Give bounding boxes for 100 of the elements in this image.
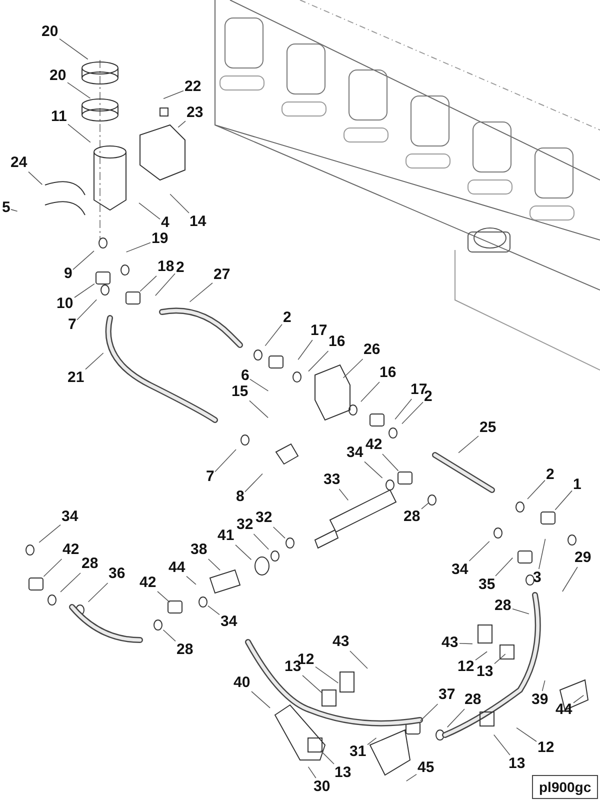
callout-number: 17 (310, 323, 328, 339)
callout-number: 5 (2, 200, 10, 216)
leader-line (468, 541, 490, 562)
leader-line (494, 654, 506, 664)
leader-line (402, 402, 424, 424)
callout-number: 44 (556, 702, 572, 718)
callout-number: 2 (176, 260, 184, 276)
leader-line (458, 436, 479, 454)
callout-number: 9 (64, 266, 72, 282)
callout-number: 8 (236, 489, 244, 505)
callout-number: 32 (236, 517, 254, 533)
leader-line (178, 120, 186, 128)
callout-number: 10 (56, 296, 74, 312)
leader-line (421, 502, 430, 510)
callout-number: 42 (140, 575, 156, 591)
leader-line (342, 358, 364, 378)
leader-line (163, 90, 184, 100)
leader-line (170, 194, 190, 214)
leader-line (298, 340, 313, 360)
callout-number: 30 (314, 779, 330, 795)
callout-number: 11 (51, 109, 67, 125)
callout-number: 42 (366, 437, 382, 453)
leader-line (140, 276, 157, 292)
callout-number: 42 (62, 542, 80, 558)
callout-number: 43 (332, 634, 350, 650)
leader-line (367, 738, 377, 746)
leader-line (88, 582, 108, 602)
leader-line (253, 534, 270, 550)
callout-number: 41 (218, 528, 234, 544)
callout-number: 37 (438, 687, 456, 703)
leader-line (235, 544, 252, 560)
callout-number: 28 (82, 556, 98, 572)
leader-line (459, 642, 473, 644)
callout-number: 27 (214, 267, 230, 283)
leader-line (516, 727, 537, 742)
leader-line (302, 675, 322, 694)
leader-line (138, 202, 160, 220)
callout-number: 28 (464, 692, 482, 708)
callout-number: 6 (241, 368, 250, 384)
callout-number: 12 (458, 659, 474, 675)
callout-number: 34 (452, 562, 468, 578)
callout-number: 45 (418, 760, 434, 776)
leader-line (208, 558, 220, 571)
callout-number: 32 (256, 510, 272, 526)
callout-number: 23 (186, 105, 204, 121)
callout-number: 2 (546, 467, 554, 483)
leader-line (538, 538, 546, 570)
callout-number: 26 (364, 342, 380, 358)
leader-line (562, 566, 578, 592)
leader-line (350, 650, 368, 669)
leader-line (10, 209, 18, 212)
leader-line (85, 352, 104, 370)
callout-number: 15 (232, 384, 248, 400)
callout-number: 7 (206, 469, 214, 485)
drawing-code-label: pl900gc (532, 775, 598, 799)
callout-number: 34 (62, 509, 78, 525)
callout-number: 44 (168, 560, 186, 576)
leader-line (60, 572, 81, 592)
callout-number: 38 (190, 542, 208, 558)
callout-number: 36 (108, 566, 126, 582)
leader-line (250, 378, 269, 392)
leader-line (74, 283, 95, 298)
callout-number: 1 (573, 477, 582, 493)
leader-line (214, 449, 236, 472)
leader-line (126, 242, 151, 252)
leader-line (394, 398, 412, 420)
leader-line (208, 605, 220, 616)
leader-line (72, 250, 94, 270)
leader-line (493, 734, 510, 756)
callout-number: 21 (68, 370, 84, 386)
leader-line (186, 576, 196, 585)
callout-number: 28 (404, 509, 420, 525)
callout-number: 20 (50, 68, 66, 84)
leader-line (320, 750, 334, 764)
callout-number: 43 (442, 635, 458, 651)
leader-line (420, 704, 438, 722)
leader-line (542, 680, 546, 692)
callout-number: 28 (176, 642, 194, 658)
callout-number: 18 (158, 259, 174, 275)
leader-line (38, 524, 61, 543)
leader-line (59, 38, 88, 60)
leader-line (28, 171, 43, 185)
leader-line (338, 488, 349, 501)
callout-number: 16 (380, 365, 396, 381)
callout-number: 12 (538, 740, 554, 756)
callout-number: 4 (161, 215, 170, 231)
callout-number: 13 (284, 659, 302, 675)
leader-line (76, 299, 97, 320)
leader-line (251, 691, 270, 708)
leader-line (308, 350, 329, 372)
callout-number: 2 (283, 310, 292, 326)
callout-number: 35 (478, 577, 496, 593)
callout-number: 39 (532, 692, 548, 708)
leader-line (446, 708, 465, 728)
callout-number: 20 (42, 24, 58, 40)
callout-number: 40 (234, 675, 250, 691)
leader-line (264, 324, 282, 346)
callout-number: 13 (476, 664, 494, 680)
leader-line (155, 273, 176, 296)
callout-number: 13 (508, 756, 526, 772)
